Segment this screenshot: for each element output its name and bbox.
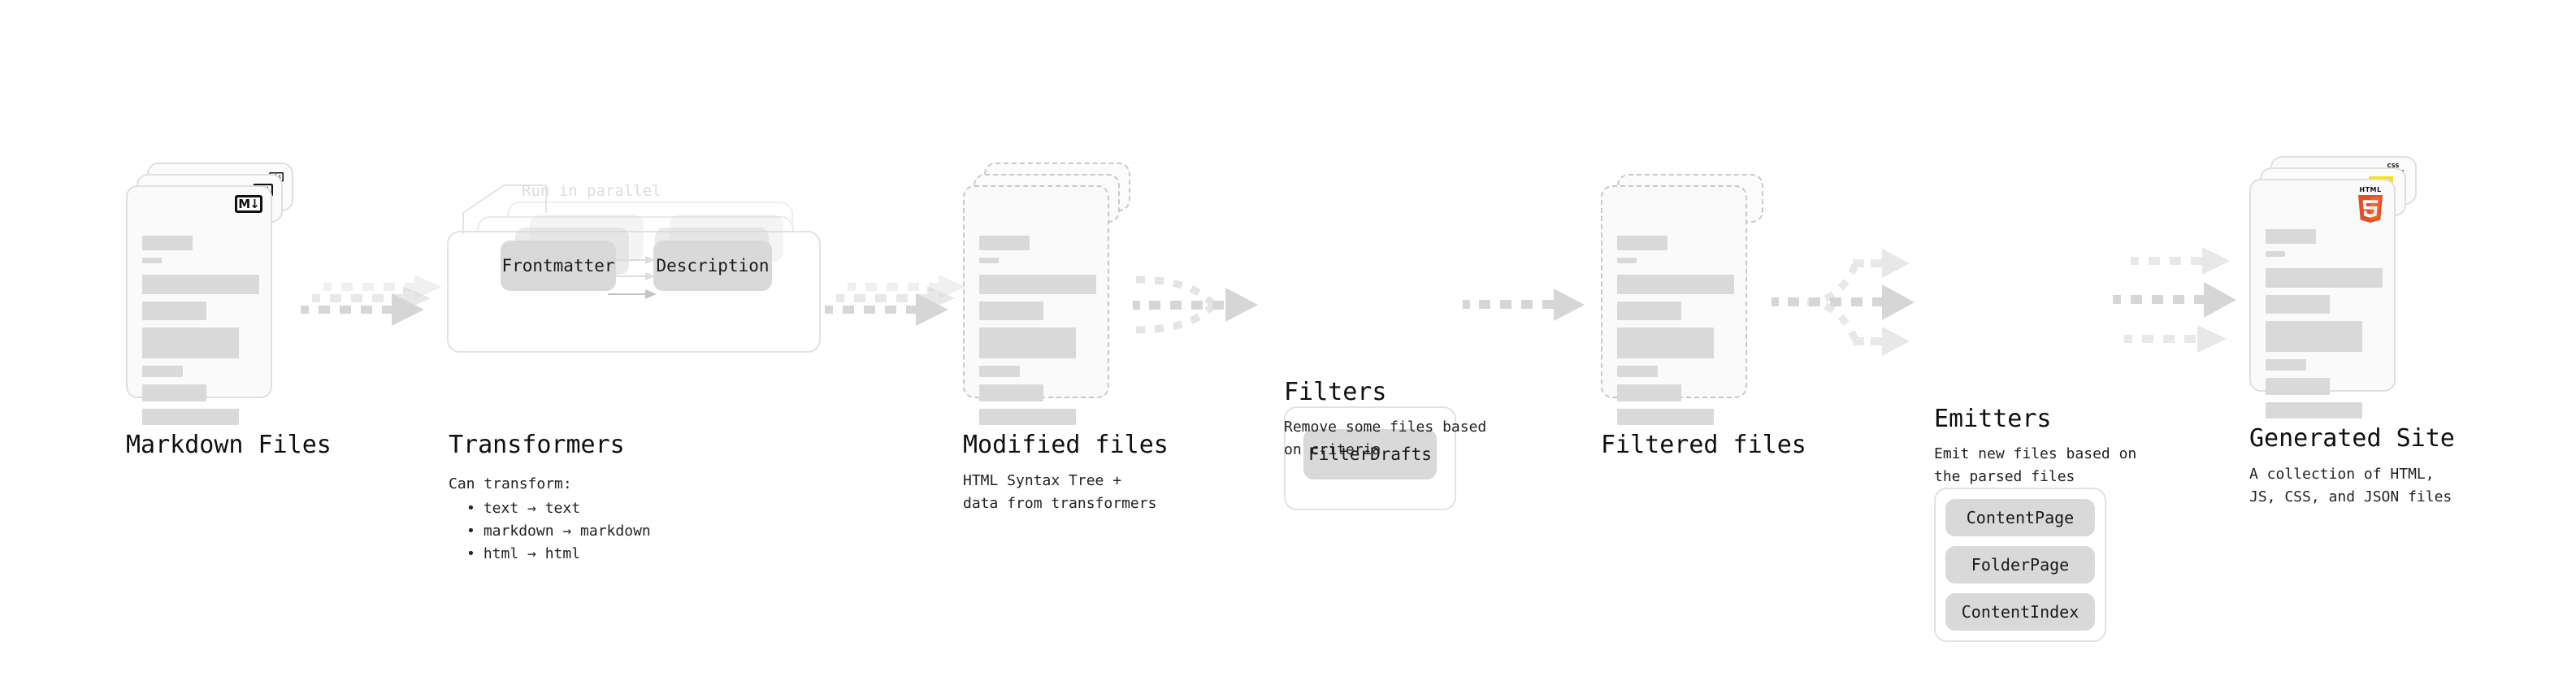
stage-filters: FilterDrafts (1284, 406, 1456, 510)
stage-title-filters: Filters (1284, 378, 1387, 406)
stage-subtitle-modified-files: HTML Syntax Tree + data from transformer… (963, 472, 1157, 512)
placeholder-line (979, 275, 1096, 294)
transformer-inner-arrows (608, 256, 657, 299)
stage-generated-site: CSS HTML (2249, 156, 2417, 419)
stage-emitters: ContentPage FolderPage ContentIndex (1934, 488, 2106, 642)
chip-label: FolderPage (1971, 555, 2070, 575)
placeholder-line (979, 366, 1020, 377)
connector-filtered-to-emitters (1772, 249, 1915, 356)
stage-title-transformers: Transformers (449, 431, 625, 459)
placeholder-line (1617, 301, 1681, 320)
css-label: CSS (2387, 163, 2400, 169)
placeholder-line (142, 384, 206, 401)
document-placeholder-lines (2266, 229, 2383, 426)
emitter-chip-contentindex[interactable]: ContentIndex (1945, 593, 2095, 631)
placeholder-line (142, 366, 183, 377)
placeholder-line (1617, 327, 1714, 358)
chip-label: FilterDrafts (1308, 445, 1432, 464)
chip-label: ContentPage (1966, 508, 2075, 527)
run-in-parallel-bracket (462, 184, 547, 234)
document-sheet-front (1601, 185, 1747, 425)
stage-subtitle-filters: Remove some files based on criteria (1284, 419, 1487, 458)
bullets-heading: Can transform: (449, 475, 572, 492)
placeholder-line (979, 236, 1030, 250)
bullet-item: text → text (466, 497, 651, 520)
stage-filtered-files (1601, 163, 1768, 425)
connector-filters-to-filtered (1463, 288, 1585, 321)
placeholder-line (1617, 384, 1681, 401)
document-placeholder-lines (979, 236, 1096, 432)
markdown-icon: M↓ (235, 195, 262, 213)
placeholder-line (1617, 236, 1667, 250)
document-sheet-front: M↓ (126, 185, 272, 425)
connector-transformers-to-modified (825, 275, 966, 326)
placeholder-line (1617, 366, 1658, 377)
html5-badge-glyph: HTML (2357, 187, 2384, 224)
connector-emitters-to-site (2113, 247, 2236, 353)
chip-label: ContentIndex (1961, 602, 2079, 622)
document-placeholder-lines (142, 236, 259, 432)
stage-title-modified-files: Modified files (963, 431, 1169, 459)
stage-modified-files (963, 163, 1130, 425)
placeholder-line (979, 409, 1076, 425)
html5-shield-shape (2357, 195, 2383, 223)
placeholder-line (1617, 275, 1734, 294)
placeholder-line (142, 258, 162, 263)
chip-label: Frontmatter (501, 256, 615, 275)
placeholder-line (1617, 409, 1714, 425)
placeholder-line (2266, 402, 2362, 419)
chip-label: Description (656, 256, 770, 275)
stage-subtitle-generated-site: A collection of HTML, JS, CSS, and JSON … (2249, 466, 2452, 505)
emitter-chip-contentpage[interactable]: ContentPage (1945, 499, 2095, 536)
placeholder-line (979, 301, 1043, 320)
placeholder-line (979, 327, 1076, 358)
filter-chip-filterdrafts[interactable]: FilterDrafts (1303, 429, 1437, 479)
placeholder-line (2266, 251, 2285, 257)
document-placeholder-lines (1617, 236, 1734, 432)
stage-subtitle-emitters: Emit new files based on the parsed files (1934, 445, 2137, 485)
placeholder-line (979, 258, 999, 263)
modified-file-stack (963, 163, 1130, 425)
placeholder-line (142, 236, 193, 250)
placeholder-line (979, 384, 1043, 401)
stage-transformers: Frontmatter Description (447, 202, 821, 356)
generated-site-stack: CSS HTML (2249, 156, 2417, 419)
bullet-item: html → html (466, 543, 651, 566)
connector-markdown-to-transformers (301, 275, 442, 326)
placeholder-line (142, 327, 239, 358)
connector-modified-to-filters (1133, 275, 1258, 334)
html5-icon: HTML (2357, 187, 2384, 224)
document-sheet-front (963, 185, 1109, 425)
transformer-chip-frontmatter[interactable]: Frontmatter (501, 241, 616, 291)
stage-markdown-files: M↓ M↓ M↓ (126, 163, 293, 425)
placeholder-line (2266, 229, 2316, 244)
bullet-item: markdown → markdown (466, 520, 651, 543)
markdown-file-stack: M↓ M↓ M↓ (126, 163, 293, 425)
placeholder-line (2266, 321, 2362, 352)
placeholder-line (2266, 268, 2383, 288)
transformers-bullets: Can transform: text → text markdown → ma… (449, 473, 651, 566)
emitter-chip-folderpage[interactable]: FolderPage (1945, 546, 2095, 583)
run-in-parallel-label: Run in parallel (522, 182, 661, 200)
stage-title-filtered-files: Filtered files (1601, 431, 1806, 459)
transformer-chip-description[interactable]: Description (653, 241, 772, 291)
markdown-mark-glyph: M↓ (235, 195, 262, 213)
stage-title-emitters: Emitters (1934, 405, 2052, 433)
placeholder-line (1617, 258, 1637, 263)
markdown-letter: M (238, 196, 250, 211)
html5-wordmark: HTML (2359, 186, 2382, 193)
placeholder-line (142, 301, 206, 320)
placeholder-line (2266, 295, 2330, 314)
stage-title-generated-site: Generated Site (2249, 424, 2455, 453)
placeholder-line (2266, 378, 2330, 395)
placeholder-line (142, 409, 239, 425)
stage-title-markdown-files: Markdown Files (126, 431, 332, 459)
placeholder-line (2266, 359, 2306, 371)
filtered-file-stack (1601, 163, 1768, 425)
document-sheet-front: HTML (2249, 179, 2396, 419)
placeholder-line (142, 275, 259, 294)
